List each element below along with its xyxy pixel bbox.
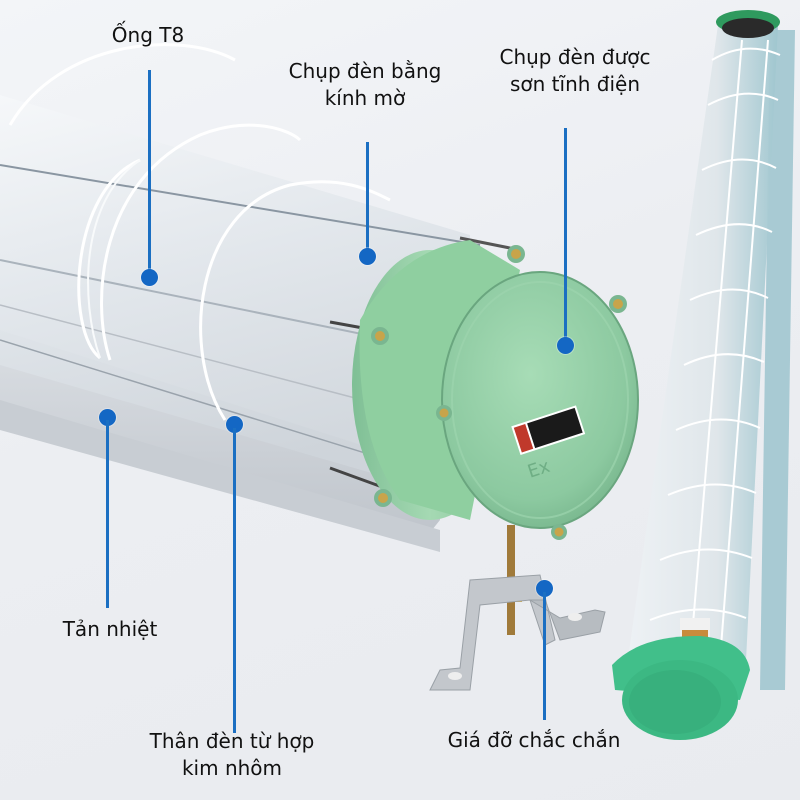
callout-dot-powder-coated-cover xyxy=(557,337,574,354)
callout-line-frosted-glass-cover xyxy=(366,142,369,254)
mounting-bracket xyxy=(429,525,606,691)
callout-text: Ống T8 xyxy=(111,23,185,47)
callout-line-heat-sink xyxy=(106,420,109,608)
callout-label-mounting-bracket: Giá đỡ chắc chắn xyxy=(434,727,634,754)
callout-line-aluminum-body xyxy=(233,428,236,733)
nameplate xyxy=(511,405,586,455)
callout-dot-heat-sink xyxy=(99,409,116,426)
callout-label-aluminum-body: Thân đèn từ hợp kim nhôm xyxy=(132,728,332,782)
callout-text: Chụp đèn được xyxy=(499,45,651,69)
callout-dot-t8-tube xyxy=(141,269,158,286)
callout-line-mounting-bracket xyxy=(543,592,546,720)
callout-label-powder-coated-cover: Chụp đèn được sơn tĩnh điện xyxy=(480,44,670,98)
callout-text: kính mờ xyxy=(324,86,406,110)
callout-text: kim nhôm xyxy=(181,756,283,780)
green-end-housing: Ex xyxy=(352,240,639,540)
callout-text: Chụp đèn bằng xyxy=(288,59,442,83)
callout-text: Tản nhiệt xyxy=(62,617,158,641)
callout-label-frosted-glass-cover: Chụp đèn bằng kính mờ xyxy=(270,58,460,112)
callout-label-heat-sink: Tản nhiệt xyxy=(50,616,170,643)
callout-label-t8-tube: Ống T8 xyxy=(100,22,196,49)
vertical-lamp xyxy=(612,10,795,740)
callout-dot-aluminum-body xyxy=(226,416,243,433)
callout-dot-frosted-glass-cover xyxy=(359,248,376,265)
callout-text: Thân đèn từ hợp xyxy=(149,729,315,753)
callout-dot-mounting-bracket xyxy=(536,580,553,597)
callout-line-powder-coated-cover xyxy=(564,128,567,343)
callout-text: sơn tĩnh điện xyxy=(509,72,641,96)
callout-text: Giá đỡ chắc chắn xyxy=(447,728,621,752)
callout-line-t8-tube xyxy=(148,70,151,275)
